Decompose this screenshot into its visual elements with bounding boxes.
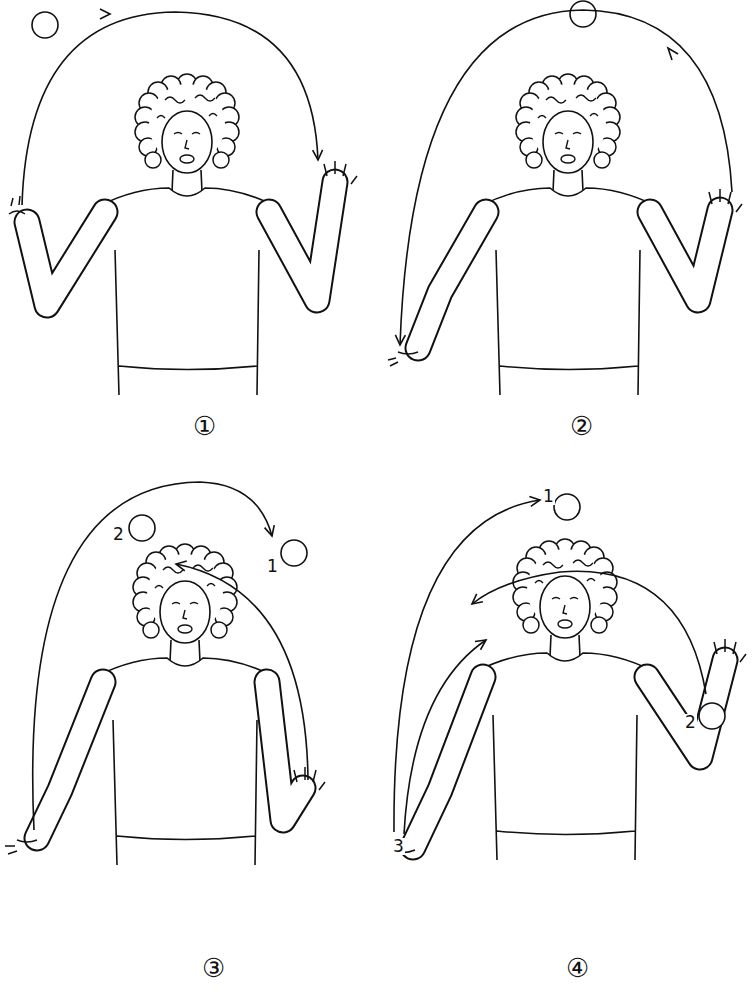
throw-arc <box>33 482 272 830</box>
ball-number: 2 <box>112 526 125 543</box>
ball <box>570 1 596 27</box>
panel-number: ③ <box>202 955 225 981</box>
throw-arc <box>22 12 318 205</box>
throw-arc <box>400 10 732 345</box>
throw-arc <box>472 571 706 694</box>
panel-number: ① <box>193 413 216 439</box>
ball-number: 1 <box>542 488 555 505</box>
juggler-figure <box>5 544 325 865</box>
panel-number: ② <box>570 413 593 439</box>
ball <box>281 540 307 566</box>
throw-arc <box>404 640 486 834</box>
juggler-figure <box>9 74 357 395</box>
ball <box>699 703 725 729</box>
juggler-figure <box>388 74 742 395</box>
throw-arc <box>394 500 540 832</box>
throw-arc <box>176 564 308 780</box>
juggler-figure <box>393 539 746 860</box>
ball-number: 3 <box>392 838 405 855</box>
ball <box>554 494 580 520</box>
ball <box>129 515 155 541</box>
panel-number: ④ <box>566 955 589 981</box>
ball <box>32 12 58 38</box>
ball-number: 2 <box>684 714 697 731</box>
ball-number: 1 <box>266 558 279 575</box>
